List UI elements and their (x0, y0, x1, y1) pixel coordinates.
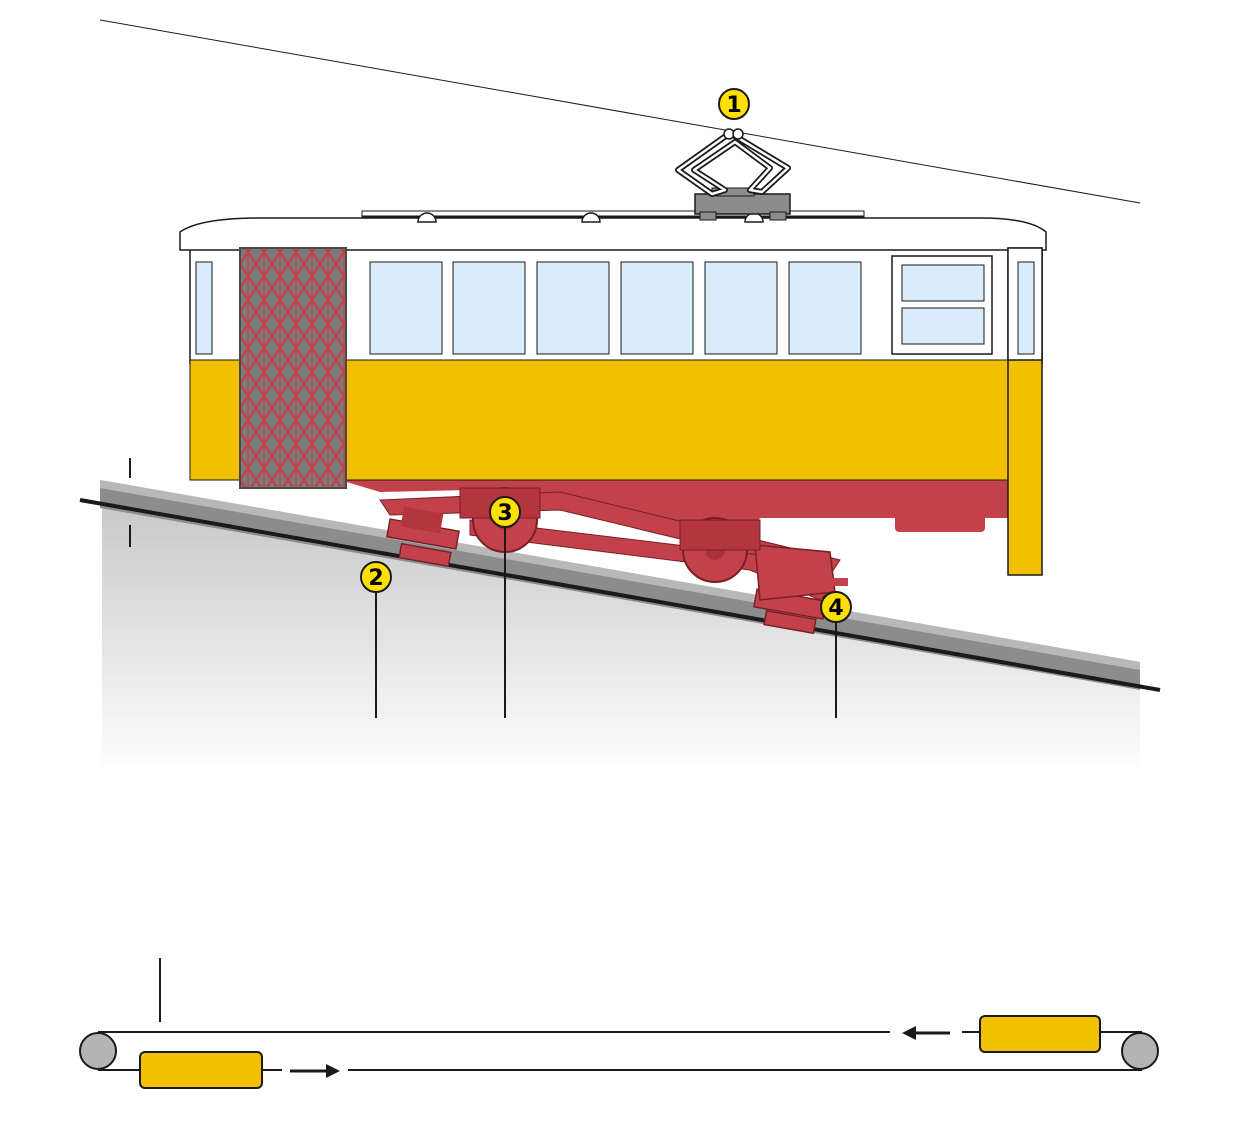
callout-4: 4 (820, 591, 852, 718)
callout-2-label: 2 (368, 566, 383, 591)
overhead-wire (99, 19, 1141, 204)
door-window-lower (901, 307, 985, 345)
door-window-upper (901, 264, 985, 302)
undercarriage (190, 478, 1010, 635)
track-line (79, 498, 1161, 692)
roof-rail (361, 210, 865, 218)
roof-lamp-2 (581, 212, 601, 223)
cable-loop-schematic (79, 958, 1159, 1089)
callout-1-label: 1 (726, 93, 741, 118)
window-6 (788, 261, 862, 355)
callout-4-label: 4 (828, 596, 843, 621)
window-3 (536, 261, 610, 355)
pulley-icon (79, 1032, 117, 1070)
window-1 (369, 261, 443, 355)
rail-grip-front (386, 506, 460, 568)
window-4 (620, 261, 694, 355)
window-5 (704, 261, 778, 355)
callout-1: 1 (718, 88, 750, 120)
cable-clamp-housing (754, 544, 836, 601)
callout-3-label: 3 (497, 501, 512, 526)
tram-car (179, 210, 1047, 576)
schematic-car-lower (139, 1051, 263, 1089)
car-roof (179, 217, 1047, 251)
pantograph (675, 128, 791, 221)
callout-3: 3 (489, 496, 521, 718)
callout-2: 2 (360, 561, 392, 718)
schematic-car-upper (979, 1015, 1101, 1053)
window-2 (452, 261, 526, 355)
arrow-right-icon (290, 1064, 340, 1078)
roof-lamp-1 (417, 212, 437, 223)
lattice-gate (239, 247, 347, 489)
rail-top (100, 480, 1140, 670)
pulley-icon (1121, 1032, 1159, 1070)
arrow-left-icon (902, 1026, 950, 1040)
